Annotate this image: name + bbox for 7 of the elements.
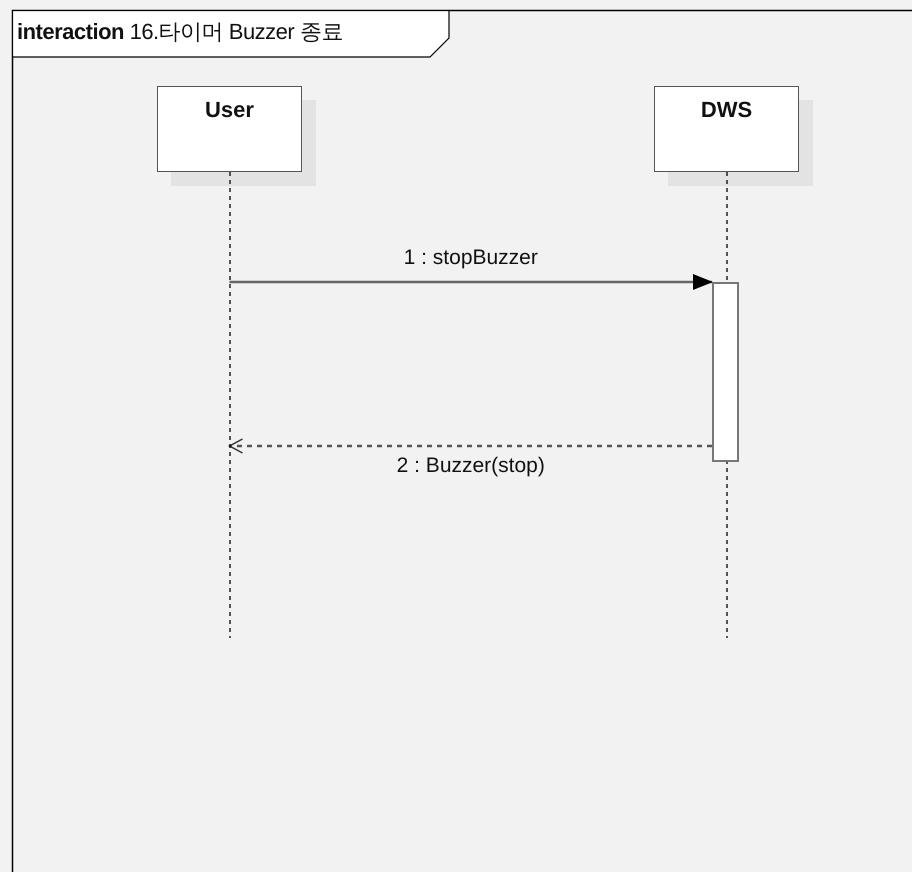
message-label: 2 : Buzzer(stop) (396, 454, 546, 478)
activation-bar (712, 282, 739, 462)
frame-title: interaction 16.타이머 Buzzer 종료 (17, 18, 343, 46)
interaction-frame (12, 10, 912, 872)
message-arrow (230, 274, 713, 290)
return-message-arrow (228, 438, 712, 454)
message-label: 1 : stopBuzzer (402, 246, 539, 270)
